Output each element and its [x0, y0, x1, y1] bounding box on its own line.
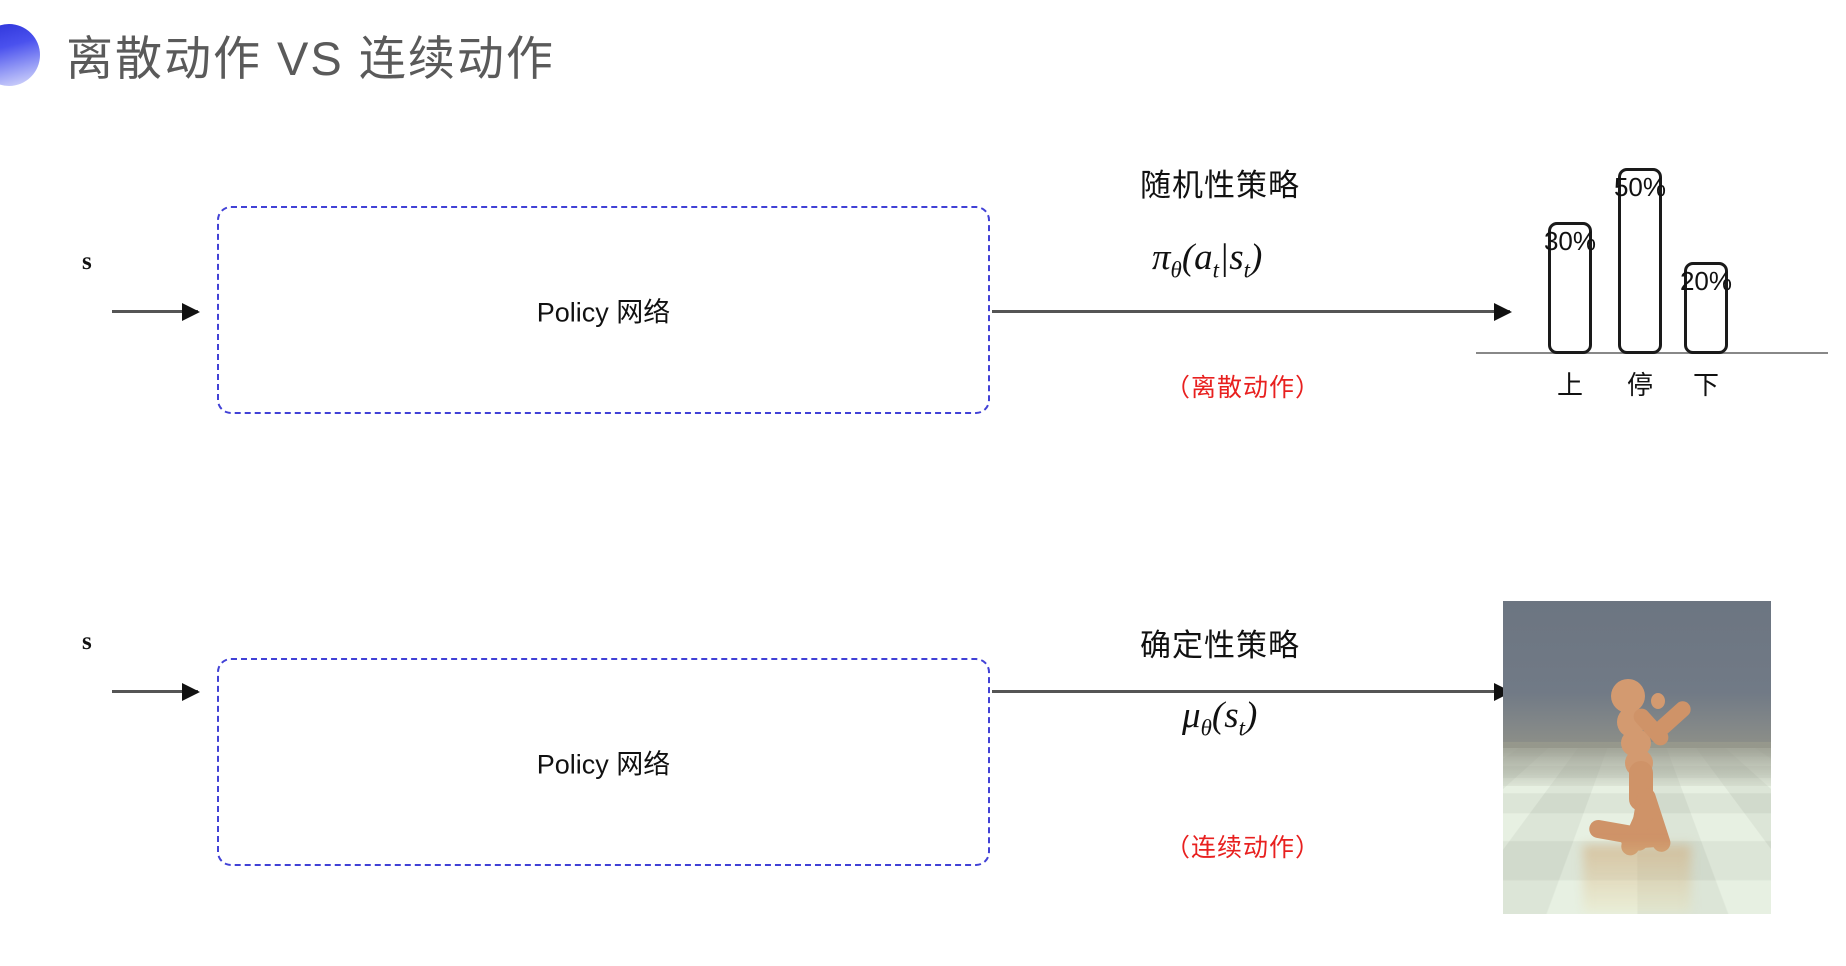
formula-body-2: (st): [1211, 695, 1258, 741]
bar-category-down: 下: [1692, 370, 1719, 400]
discrete-action-bar-chart: 30% 上 50% 停 20% 下: [1470, 96, 1830, 426]
arrow-state-to-policy-row1: [112, 310, 198, 313]
annotation-formula-row1: πθ(at|st): [1152, 236, 1262, 283]
bar-value-up: 30%: [1543, 226, 1597, 256]
formula-theta-2: θ: [1200, 715, 1212, 741]
arrow-policy-to-output-row1: [992, 310, 1510, 313]
bar-category-up: 上: [1556, 370, 1583, 400]
arrow-policy-to-output-row2: [992, 690, 1510, 693]
state-label-row2: s: [82, 628, 92, 655]
humanoid-simulation-image: [1503, 601, 1771, 914]
humanoid-hand: [1651, 693, 1665, 709]
state-label-row1: s: [82, 248, 92, 275]
policy-network-label-row2: Policy 网络: [536, 749, 671, 780]
annotation-note-row1: （离散动作）: [1165, 374, 1322, 402]
sim-floor-reflection: [1583, 845, 1691, 914]
annotation-note-row2: （连续动作）: [1165, 834, 1322, 862]
bar-value-down: 20%: [1679, 266, 1733, 296]
arrow-state-to-policy-row2: [112, 690, 198, 693]
formula-theta: θ: [1170, 257, 1182, 283]
annotation-formula-row2: μθ(st): [1182, 694, 1257, 741]
formula-pi: π: [1152, 237, 1171, 278]
bar-down: [1684, 262, 1728, 354]
bar-value-stop: 50%: [1613, 172, 1667, 202]
page-title: 离散动作 VS 连续动作: [66, 32, 555, 85]
annotation-title-row2: 确定性策略: [1140, 628, 1300, 663]
annotation-title-row1: 随机性策略: [1140, 168, 1300, 203]
bar-up: [1548, 222, 1592, 354]
policy-network-label-row1: Policy 网络: [536, 297, 671, 328]
bar-category-stop: 停: [1626, 370, 1653, 400]
policy-network-box-row2[interactable]: Policy 网络: [217, 658, 990, 866]
bar-stop: [1618, 168, 1662, 354]
half-circle-gradient-icon: [0, 24, 40, 86]
formula-mu: μ: [1182, 695, 1201, 736]
policy-network-box-row1[interactable]: Policy 网络: [217, 206, 990, 414]
formula-body: (at|st): [1181, 237, 1263, 283]
